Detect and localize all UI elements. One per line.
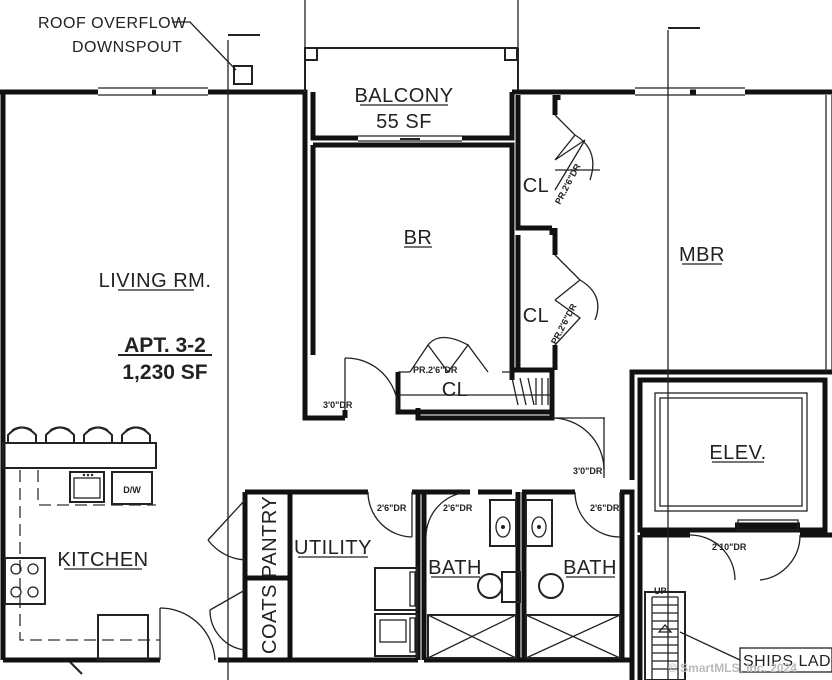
bath-1-label: BATH (428, 557, 482, 579)
watermark: © SmartMLS, Inc. 2024 (668, 661, 797, 675)
balcony-area: 55 SF (376, 111, 432, 133)
downspout-label-1: ROOF OVERFLOW (38, 15, 187, 32)
bath-fixtures (427, 499, 621, 659)
living-room-label: LIVING RM. (99, 270, 212, 292)
closet-2-label: CL (523, 305, 550, 327)
stair-up-label: UP (654, 586, 667, 596)
hall-door-tag: 3'0"DR (573, 466, 603, 476)
downspout-leader (172, 21, 237, 71)
apartment-area: 1,230 SF (122, 361, 207, 384)
labels: ROOF OVERFLOW DOWNSPOUT BALCONY 55 SF BR… (38, 15, 832, 675)
elevator-door-tag: 2'10"DR (712, 542, 747, 552)
pantry-label: PANTRY (259, 496, 281, 578)
bath-2-door-tag: 2'6"DR (590, 503, 620, 513)
kitchen-label: KITCHEN (57, 549, 148, 571)
kitchen-fixtures: D/W (2, 426, 160, 661)
closet-1-label: CL (523, 175, 550, 197)
bar-stools (7, 426, 151, 443)
utility-door-tag: 2'6"DR (377, 503, 407, 513)
coats-label: COATS (259, 584, 281, 654)
downspout-label-2: DOWNSPOUT (72, 39, 182, 56)
bedroom-door-tag: 3'0"DR (323, 400, 353, 410)
apartment-unit: APT. 3-2 (124, 334, 206, 357)
balcony-label: BALCONY (354, 85, 453, 107)
elevator-label: ELEV. (709, 442, 766, 464)
door-swings (159, 114, 801, 661)
closet-3-label: CL (442, 379, 469, 401)
ships-ladder (644, 591, 832, 680)
closet-lower-door-tag: PR.2'6"DR (413, 365, 458, 375)
utility-fixtures (374, 567, 418, 657)
closet-shelving (398, 377, 552, 406)
ships-ladder-label: SHIPS LADD (743, 653, 832, 670)
bath-1-door-tag: 2'6"DR (443, 503, 473, 513)
master-bedroom-label: MBR (679, 244, 725, 266)
utility-label: UTILITY (294, 537, 372, 559)
bedroom-label: BR (404, 227, 433, 249)
dishwasher-label: D/W (123, 485, 141, 495)
bath-2-label: BATH (563, 557, 617, 579)
